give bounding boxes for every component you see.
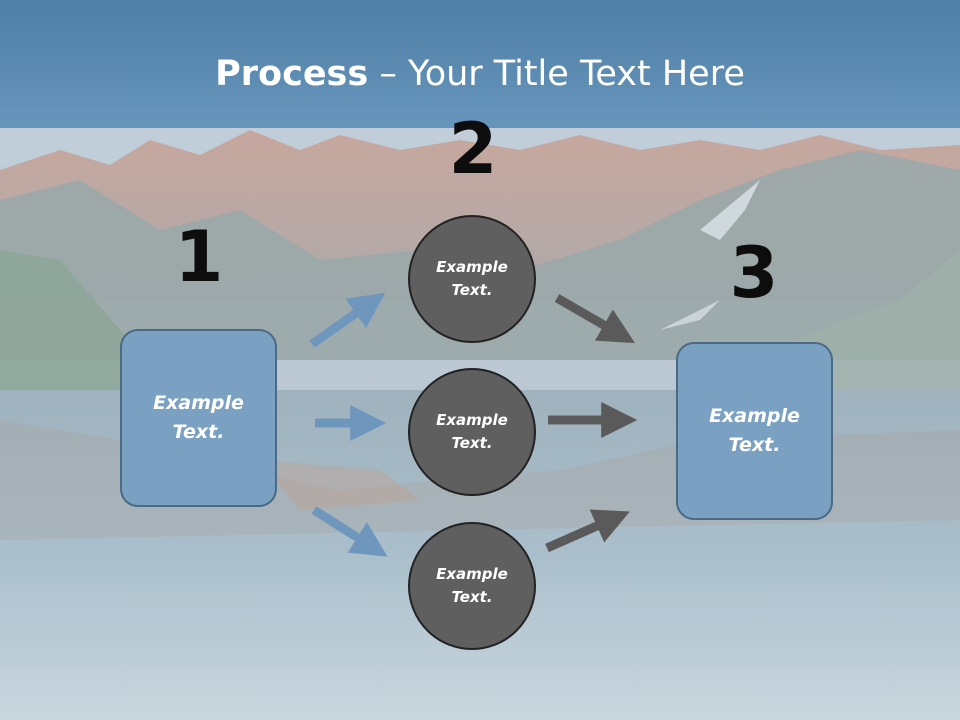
step-number-2: 2 [448, 108, 498, 190]
circle-middle-line2: Text. [451, 434, 493, 452]
circle-top-line1: Example [436, 258, 508, 276]
circle-top-line2: Text. [451, 281, 493, 299]
circle-bottom-line2: Text. [451, 588, 493, 606]
slide-title: Process – Your Title Text Here [0, 54, 960, 94]
title-rest: – Your Title Text Here [368, 54, 745, 94]
left-box-line2: Text. [172, 421, 225, 443]
circle-middle-line1: Example [436, 411, 508, 429]
step-number-1: 1 [174, 216, 224, 298]
title-bar [0, 0, 960, 128]
title-bold: Process [215, 54, 369, 94]
arrow-to-circle-bottom [311, 506, 388, 557]
arrow-from-circle-top [554, 294, 636, 344]
right-box-line1: Example [709, 405, 800, 427]
arrow-to-circle-top [309, 292, 386, 348]
arrow-from-circle-bottom [545, 509, 630, 553]
right-box-line2: Text. [728, 434, 781, 456]
left-box-line1: Example [153, 392, 244, 414]
circle-bottom-line1: Example [436, 565, 508, 583]
step-number-3: 3 [729, 232, 779, 314]
